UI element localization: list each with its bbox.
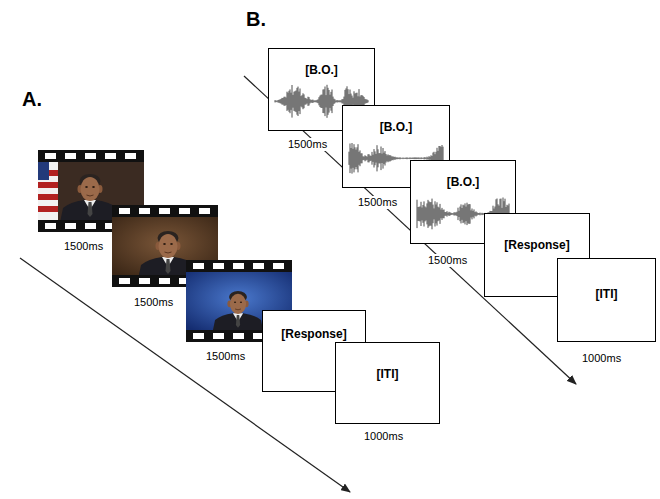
duration-label: 1500ms [426, 254, 469, 267]
screen-box: [ITI] [335, 342, 440, 424]
duration-label: 1500ms [132, 296, 175, 309]
screen-label: [ITI] [340, 367, 435, 381]
screen-label: [Response] [267, 327, 361, 341]
screen-label: [B.O.] [273, 63, 370, 77]
panel-label: B. [244, 8, 268, 31]
duration-label: 1500ms [204, 350, 247, 363]
screen-label: [B.O.] [415, 175, 511, 189]
screen-label: [ITI] [562, 287, 651, 301]
duration-label: 1500ms [62, 240, 105, 253]
duration-label: 1500ms [286, 138, 329, 151]
screen-label: [B.O.] [347, 120, 445, 134]
panel-label: A. [20, 88, 44, 111]
duration-label: 1000ms [580, 352, 623, 365]
screen-box: [ITI] [557, 258, 656, 342]
screen-label: [Response] [489, 238, 585, 252]
duration-label: 1500ms [356, 196, 399, 209]
duration-label: 1000ms [362, 430, 405, 443]
